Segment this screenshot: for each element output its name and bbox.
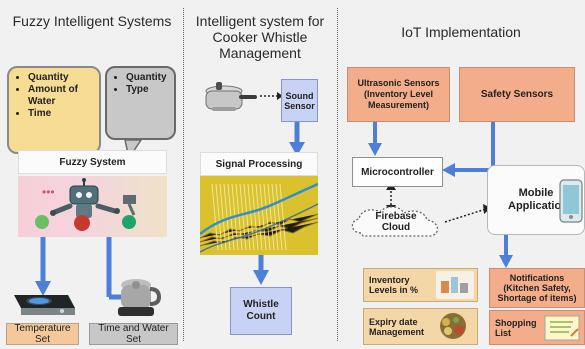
signal-wave-plot <box>200 176 318 255</box>
left-column-title: Fuzzy Intelligent Systems <box>12 13 172 29</box>
shopping-list-label: Shopping List <box>495 317 537 338</box>
svg-text:•••: ••• <box>42 185 55 199</box>
arrow-to-whistle-head <box>253 270 269 285</box>
mobile-application-box: Mobile Application <box>487 165 585 235</box>
expiry-management-box: Expiry date Management <box>363 308 478 345</box>
mobile-phone-icon <box>557 178 585 224</box>
arrow-ultrasonic-head <box>368 143 382 156</box>
robot-scene: ••• <box>18 176 167 237</box>
input-bubble-gray-list: Quantity Type <box>115 72 167 96</box>
sound-sensor-box: Sound Sensor <box>281 79 318 122</box>
cloud-app-connector <box>444 208 487 223</box>
microcontroller-box: Microcontroller <box>352 157 443 187</box>
shopping-list-box: Shopping List <box>489 310 585 345</box>
ultrasonic-sensors-box: Ultrasonic Sensors (Inventory Level Meas… <box>347 67 450 122</box>
middle-column-title: Intelligent system for Cooker Whistle Ma… <box>195 13 325 61</box>
robot-icon: ••• <box>35 178 136 231</box>
input-bubble-fuzzy-item: Amount of Water <box>28 84 91 108</box>
fuzzy-system-box: Fuzzy System <box>18 150 167 174</box>
firebase-cloud-shape <box>345 203 447 243</box>
column-divider-left <box>183 8 184 341</box>
arrow-safety-head <box>442 163 455 177</box>
input-bubble-gray-item: Quantity <box>126 72 167 84</box>
whistle-count-box: Whistle Count <box>230 287 292 335</box>
arrow-app-notifications-head <box>499 255 513 268</box>
input-bubble-gray: Quantity Type <box>105 66 176 140</box>
mobile-application-label: Mobile Application <box>508 187 568 212</box>
input-bubble-fuzzy-item: Quantity <box>28 72 91 84</box>
input-bubble-fuzzy-list: Quantity Amount of Water Time <box>17 72 91 120</box>
firebase-cloud-label: Firebase Cloud <box>375 211 417 233</box>
pressure-cooker-icon <box>196 77 262 119</box>
input-bubble-fuzzy-item: Time <box>28 108 91 120</box>
input-bubble-gray-item: Type <box>126 84 166 96</box>
time-water-set-box: Time and Water Set <box>89 323 178 345</box>
expiry-management-label: Expiry date Management <box>369 316 425 337</box>
shopping-list-icon <box>543 314 581 342</box>
signal-processing-box: Signal Processing <box>200 152 318 176</box>
temperature-set-box: Temperature Set <box>6 323 79 345</box>
notifications-box: Notifications (Kitchen Safety, Shortage … <box>489 268 585 308</box>
wet-grinder-icon <box>107 273 165 324</box>
expiry-icon <box>432 311 474 342</box>
input-bubble-fuzzy: Quantity Amount of Water Time <box>7 66 101 154</box>
column-divider-right <box>337 8 338 341</box>
inventory-icon <box>436 271 474 299</box>
induction-cooktop-icon <box>9 287 79 319</box>
inventory-levels-label: Inventory Levels in % <box>369 275 419 295</box>
inventory-levels-box: Inventory Levels in % <box>363 268 478 302</box>
safety-sensors-box: Safety Sensors <box>459 67 575 122</box>
right-column-title: IoT Implementation <box>401 24 521 40</box>
